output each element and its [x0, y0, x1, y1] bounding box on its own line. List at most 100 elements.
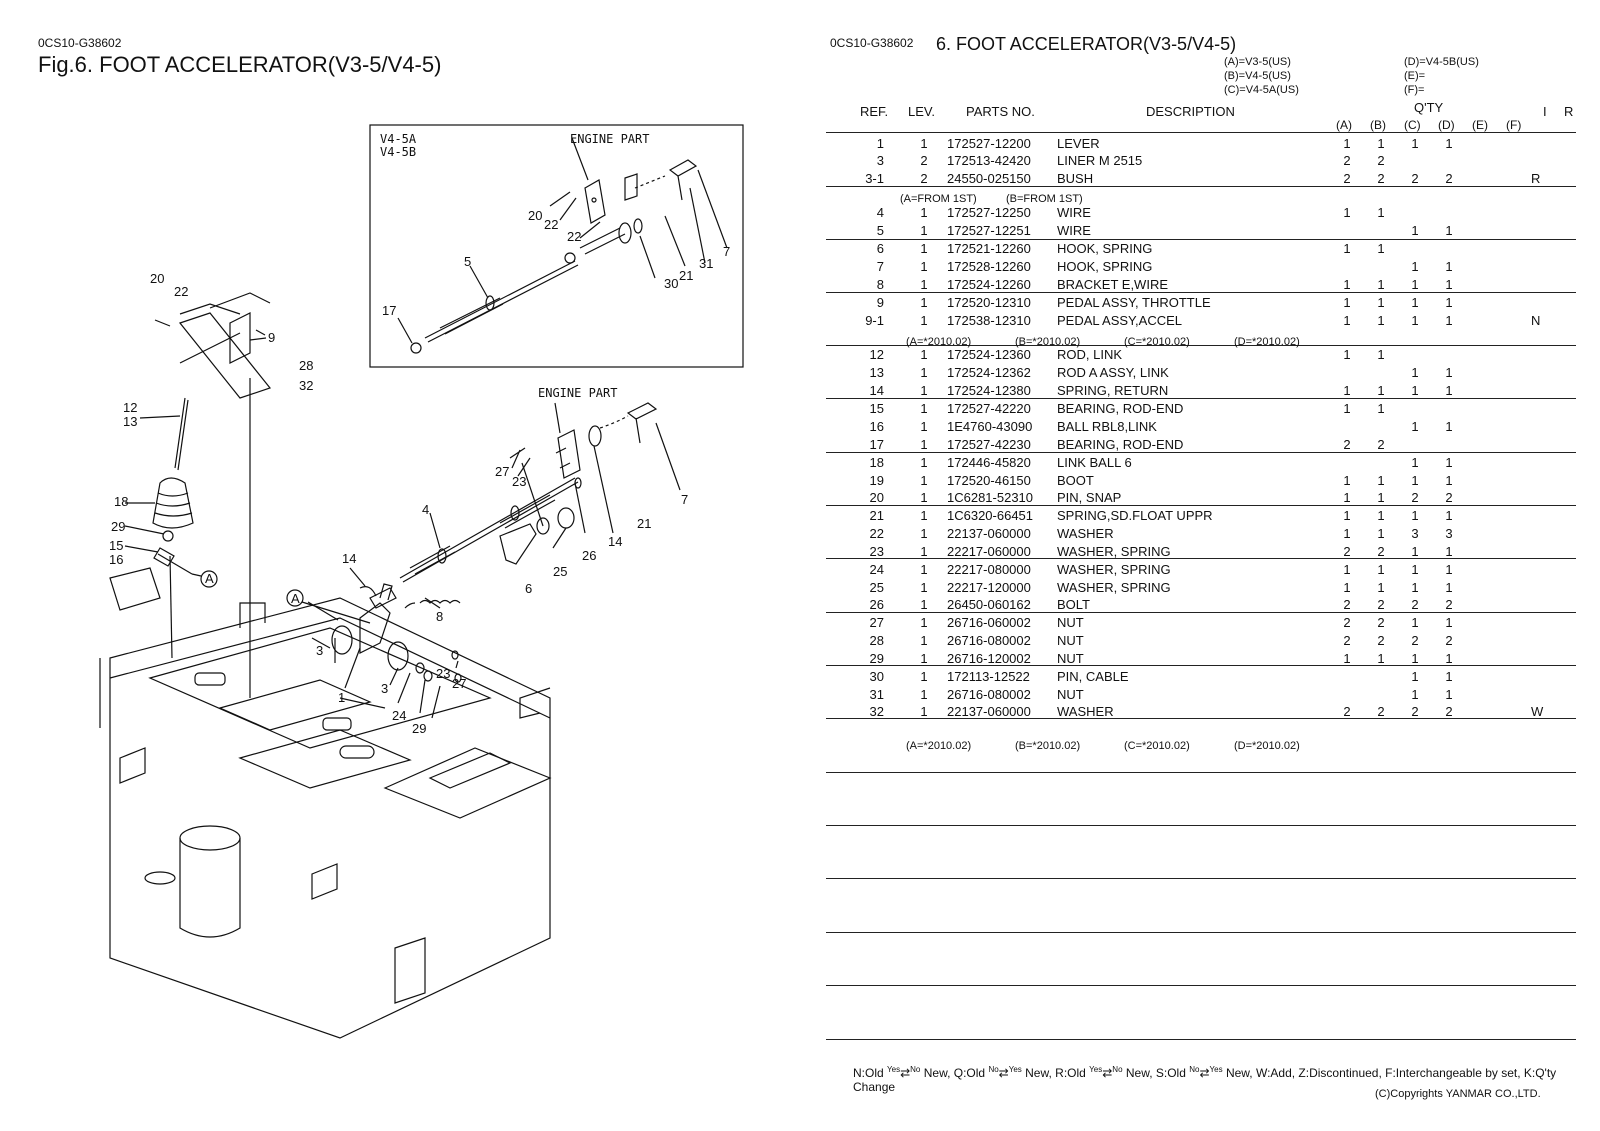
cell-desc: LINK BALL 6: [1057, 455, 1132, 470]
cell-b: 1: [1377, 526, 1385, 541]
cell-a: 1: [1343, 295, 1351, 310]
cell-ref: 7: [876, 259, 884, 274]
header-col-d: (D): [1438, 118, 1455, 132]
cell-part: 26716-080002: [947, 687, 1031, 702]
footer-legend: N:Old Yes⇄No New, Q:Old No⇄Yes New, R:Ol…: [853, 1065, 1557, 1094]
cell-ref: 4: [876, 205, 884, 220]
cell-part: 24550-025150: [947, 171, 1031, 186]
cell-d: 1: [1445, 615, 1453, 630]
cell-a: 2: [1343, 437, 1351, 452]
cell-lev: 2: [920, 171, 928, 186]
group-rule: [826, 505, 1576, 506]
cell-c: 1: [1411, 313, 1419, 328]
header-r: R: [1564, 104, 1574, 119]
legend-n-old: N:Old: [853, 1066, 884, 1080]
callout-29: 26: [582, 548, 596, 563]
cell-lev: 1: [920, 365, 928, 380]
cell-part: 172513-42420: [947, 153, 1031, 168]
callout-6: 7: [681, 492, 688, 507]
cell-c: 1: [1411, 383, 1419, 398]
group-rule: [826, 558, 1576, 559]
right-section-title: 6. FOOT ACCELERATOR(V3-5/V4-5): [936, 34, 1237, 54]
callout-23-b: 23: [436, 666, 450, 681]
legend-yes-4: Yes: [1209, 1065, 1223, 1074]
cell-c: 1: [1411, 136, 1419, 151]
callout-28-b: 29: [412, 721, 426, 736]
cell-ref: 6: [876, 241, 884, 256]
cell-part: 172520-12310: [947, 295, 1031, 310]
cell-d: 1: [1445, 223, 1453, 238]
callout-22-inset-a: 22: [544, 217, 558, 232]
cell-ref: 3-1: [865, 171, 884, 186]
cell-ref: 23: [869, 544, 884, 559]
callout-16: 16: [109, 552, 123, 567]
cell-desc: NUT: [1057, 651, 1084, 666]
cell-c: 1: [1411, 651, 1419, 666]
cell-desc: WASHER, SPRING: [1057, 562, 1171, 577]
callout-20: 20: [150, 271, 164, 286]
callout-7: 7: [723, 244, 730, 259]
left-figure-title: Fig.6. FOOT ACCELERATOR(V3-5/V4-5): [38, 52, 442, 77]
cell-c: 1: [1411, 544, 1419, 559]
cell-b: 2: [1377, 633, 1385, 648]
cell-c: 1: [1411, 223, 1419, 238]
cell-d: 1: [1445, 383, 1453, 398]
cell-desc: ROD A ASSY, LINK: [1057, 365, 1169, 380]
cell-ref: 20: [869, 490, 884, 505]
cell-lev: 1: [920, 455, 928, 470]
cell-ref: 24: [869, 562, 884, 577]
cell-ref: 28: [869, 633, 884, 648]
model-a: (A)=V3-5(US): [1224, 56, 1291, 68]
cell-ref: 13: [869, 365, 884, 380]
cell-d: 2: [1445, 704, 1453, 719]
cell-desc: BEARING, ROD-END: [1057, 437, 1184, 452]
exploded-parts-diagram: V4-5A V4-5B ENGINE PART ENGINE PART A A …: [99, 124, 744, 1039]
cell-desc: NUT: [1057, 633, 1084, 648]
cell-ref: 18: [869, 455, 884, 470]
callout-27: 27: [495, 464, 509, 479]
cell-ref: 5: [876, 223, 884, 238]
cell-part: 172113-12522: [947, 669, 1030, 684]
cell-b: 1: [1377, 313, 1385, 328]
cell-ref: 17: [869, 437, 884, 452]
cell-desc: WASHER, SPRING: [1057, 544, 1171, 559]
cell-part: 172521-12260: [947, 241, 1031, 256]
note-date-d: (D=*2010.02): [1234, 336, 1300, 348]
cell-d: 1: [1445, 544, 1453, 559]
cell-a: 1: [1343, 383, 1351, 398]
cell-part: 22217-080000: [947, 562, 1031, 577]
cell-b: 2: [1377, 544, 1385, 559]
header-i: I: [1543, 104, 1547, 119]
inset-model-2: V4-5B: [380, 145, 416, 159]
callout-4: 4: [422, 502, 429, 517]
callout-26: 28: [299, 358, 313, 373]
note-date-c: (C=*2010.02): [1124, 336, 1190, 348]
cell-ref: 27: [869, 615, 884, 630]
cell-desc: WASHER, SPRING: [1057, 580, 1171, 595]
callout-1: 1: [338, 690, 345, 705]
cell-desc: NUT: [1057, 615, 1084, 630]
cell-lev: 1: [920, 597, 928, 612]
inset-frame: [369, 124, 744, 368]
cell-ref: 32: [869, 704, 884, 719]
cell-a: 2: [1343, 633, 1351, 648]
cell-b: 1: [1377, 136, 1385, 151]
cell-desc: NUT: [1057, 687, 1084, 702]
callout-20-inset: 20: [528, 208, 542, 223]
cell-c: 3: [1411, 526, 1419, 541]
note-from-a: (A=FROM 1ST): [900, 193, 977, 205]
callout-21: 21: [637, 516, 651, 531]
cell-part: 172527-12200: [947, 136, 1031, 151]
cell-a: 1: [1343, 277, 1351, 292]
cell-b: 1: [1377, 508, 1385, 523]
cell-part: 172520-46150: [947, 473, 1031, 488]
cell-desc: BEARING, ROD-END: [1057, 401, 1184, 416]
cell-a: 2: [1343, 615, 1351, 630]
